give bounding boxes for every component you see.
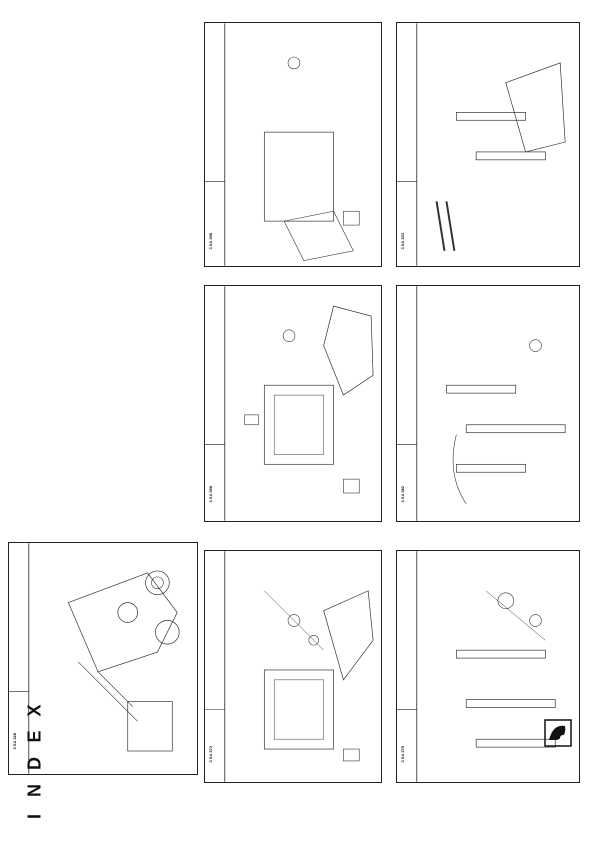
diagram-panel-4[interactable]: 3 SA 398 bbox=[204, 285, 382, 522]
index-letter-e: E bbox=[24, 730, 45, 743]
exploded-diagram-2 bbox=[205, 551, 374, 782]
index-letter-x: X bbox=[24, 704, 45, 717]
exploded-diagram-1 bbox=[9, 543, 180, 774]
diagram-panel-3[interactable]: 3 SA 375 bbox=[396, 550, 580, 783]
panel-code: 3 SA 372 bbox=[208, 746, 213, 763]
diagram-panel-2[interactable]: 3 SA 372 bbox=[204, 550, 382, 783]
panel-code: 3 SA 328 bbox=[12, 733, 17, 750]
diagram-panel-5[interactable]: 3 SA 382 bbox=[396, 285, 580, 522]
exploded-diagram-5 bbox=[397, 286, 566, 521]
diagram-panel-7[interactable]: 3 SA 333 bbox=[396, 22, 580, 267]
panel-code: 3 SA 398 bbox=[208, 233, 213, 250]
exploded-diagram-4 bbox=[205, 286, 374, 521]
index-letter-n: N bbox=[24, 784, 45, 797]
exploded-diagram-3 bbox=[397, 551, 556, 782]
panel-code: 3 SA 375 bbox=[400, 746, 405, 763]
diagram-panel-1[interactable]: 3 SA 328 bbox=[8, 542, 198, 775]
index-letter-i: I bbox=[24, 814, 45, 820]
index-letter-d: D bbox=[24, 757, 45, 770]
panel-code: 3 SA 333 bbox=[400, 233, 405, 250]
panel-code: 3 SA 382 bbox=[400, 486, 405, 503]
company-logo-icon bbox=[543, 718, 573, 748]
diagram-panel-6[interactable]: 3 SA 398 bbox=[204, 22, 382, 267]
exploded-diagram-7 bbox=[397, 23, 566, 266]
exploded-diagram-6 bbox=[205, 23, 360, 266]
panel-code: 3 SA 398 bbox=[208, 486, 213, 503]
